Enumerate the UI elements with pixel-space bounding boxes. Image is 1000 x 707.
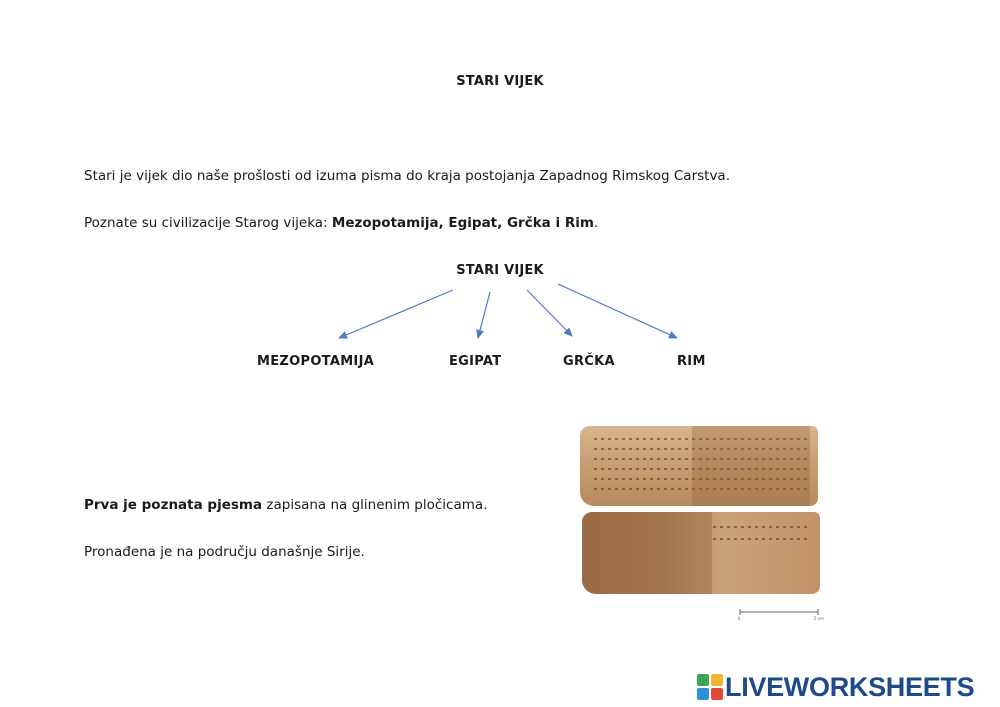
tablet-bottom xyxy=(582,512,820,594)
branch-rim: RIM xyxy=(677,354,706,369)
arrow-mezopotamija xyxy=(338,289,454,339)
arrow-grcka xyxy=(526,289,573,337)
song-paragraph: Prva je poznata pjesma zapisana na gline… xyxy=(84,497,487,513)
branch-grcka: GRČKA xyxy=(563,354,615,369)
intro-paragraph: Stari je vijek dio naše prošlosti od izu… xyxy=(84,168,730,184)
scale-end-label: 5 cm xyxy=(814,616,824,621)
arrow-egipat xyxy=(476,291,491,339)
liveworksheets-logo[interactable]: LIVEWORKSHEETS xyxy=(697,671,975,702)
civilizations-suffix: . xyxy=(593,215,599,231)
liveworksheets-logo-text: LIVEWORKSHEETS xyxy=(725,671,975,702)
liveworksheets-logo-icon xyxy=(697,674,723,700)
branch-mezopotamija: MEZOPOTAMIJA xyxy=(257,354,375,369)
arrow-rim xyxy=(557,283,678,339)
civilizations-list: Mezopotamija, Egipat, Grčka i Rim xyxy=(331,215,594,231)
song-bold: Prva je poznata pjesma xyxy=(84,497,263,513)
page-title: STARI VIJEK xyxy=(456,74,544,89)
diagram-root: STARI VIJEK xyxy=(456,263,544,278)
civilizations-paragraph: Poznate su civilizacije Starog vijeka: M… xyxy=(84,215,598,231)
scale-bar xyxy=(739,609,819,615)
location-paragraph: Pronađena je na području današnje Sirije… xyxy=(84,544,365,560)
tablet-top xyxy=(580,426,818,506)
clay-tablet-image: 0 5 cm xyxy=(578,422,828,627)
song-rest: zapisana na glinenim pločicama. xyxy=(262,497,488,513)
scale-start-label: 0 xyxy=(738,616,741,621)
civilizations-prefix: Poznate su civilizacije Starog vijeka: xyxy=(84,215,332,231)
diagram-arrows xyxy=(338,283,678,339)
branch-egipat: EGIPAT xyxy=(449,354,502,369)
